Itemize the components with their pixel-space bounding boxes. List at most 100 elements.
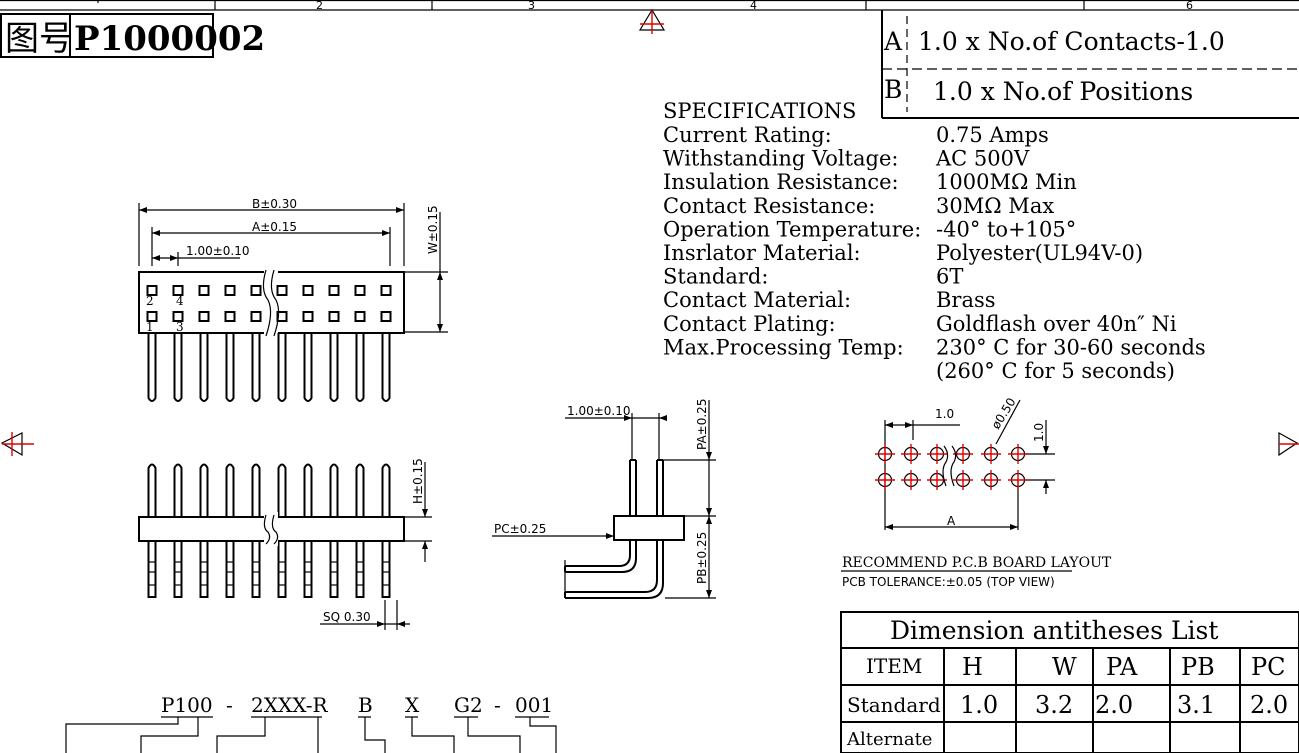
- standard-h: 1.0: [960, 691, 998, 719]
- pin-bottom: [173, 540, 183, 598]
- spec-value: (260° C for 5 seconds): [936, 359, 1175, 383]
- header-item: ITEM: [866, 654, 922, 678]
- contact-square: [224, 311, 236, 322]
- spec-label: Max.Processing Temp:: [663, 335, 904, 359]
- front-pins: [147, 333, 391, 402]
- contact-square: [328, 285, 340, 296]
- code-x: X: [405, 693, 420, 717]
- contact-square: [276, 311, 288, 322]
- code-dash-2: -: [494, 693, 501, 717]
- contact-square: [172, 311, 184, 322]
- drawing-frame: 2 3 4 6: [0, 0, 1299, 457]
- pin-tail: [199, 333, 209, 402]
- dim-pitch: 1.00±0.10: [186, 244, 250, 258]
- pin-tail: [329, 333, 339, 402]
- spec-value: -40° to+105°: [936, 217, 1076, 241]
- pin-label-4: 4: [176, 294, 184, 308]
- code-p100: P100: [161, 693, 213, 717]
- spec-value: Brass: [936, 288, 996, 312]
- front-view: B±0.30 A±0.15 1.00±0.10 W±0.15 2 4 1 3: [138, 197, 448, 402]
- formula-a: 1.0 x No.of Contacts-1.0: [918, 27, 1225, 56]
- header-w: W: [1052, 653, 1077, 681]
- spec-label: Withstanding Voltage:: [663, 147, 898, 171]
- side-pins: [147, 463, 391, 598]
- spec-value: 1000MΩ Min: [936, 170, 1077, 194]
- contact-square: [380, 311, 392, 322]
- code-2xxx-r: 2XXX-R: [251, 693, 328, 717]
- contact-square: [354, 285, 366, 296]
- pin-label-2: 2: [146, 294, 154, 308]
- grid-label-6: 6: [1186, 0, 1193, 12]
- spec-value: 6T: [936, 265, 963, 289]
- formula-b: 1.0 x No.of Positions: [933, 77, 1193, 106]
- contact-square: [276, 285, 288, 296]
- pin-tail: [381, 333, 391, 402]
- contact-square: [198, 285, 210, 296]
- code-b: B: [358, 693, 373, 717]
- contact-square: [172, 285, 184, 296]
- standard-pc: 2.0: [1250, 691, 1288, 719]
- standard-pb: 3.1: [1177, 691, 1215, 719]
- pin-tail: [251, 333, 261, 402]
- pcb-dim-a: A: [947, 514, 956, 528]
- pin-bottom: [381, 540, 391, 598]
- contact-square: [250, 311, 262, 322]
- pin-top: [199, 463, 209, 517]
- pin-tail: [355, 333, 365, 402]
- part-code: P100 - 2XXX-R B X G2 - 001: [65, 693, 557, 753]
- pin-top: [173, 463, 183, 517]
- pin-top: [381, 463, 391, 517]
- pin-bottom: [225, 540, 235, 598]
- spec-label: Operation Temperature:: [663, 217, 921, 241]
- pin-tail: [173, 333, 183, 402]
- pin-bottom: [303, 540, 313, 598]
- spec-value: 0.75 Amps: [936, 123, 1049, 147]
- dim-a: A±0.15: [252, 220, 297, 234]
- pcb-layout: 1.0 A 1.0 ø0.50 RECOMMEND P.C.B BOARD LA…: [841, 395, 1112, 589]
- formula-key-a: A: [883, 27, 903, 56]
- grid-label-4: 4: [750, 0, 757, 12]
- pin-bottom: [199, 540, 209, 598]
- pcb-dim-pitch-y: 1.0: [1032, 423, 1046, 442]
- row-standard-label: Standard: [847, 693, 941, 717]
- grid-label-2: 2: [316, 0, 323, 12]
- front-contacts: [146, 285, 392, 322]
- pin-bottom: [251, 540, 261, 598]
- formula-table: A 1.0 x No.of Contacts-1.0 B 1.0 x No.of…: [881, 10, 1299, 119]
- dim-b: B±0.30: [252, 197, 297, 211]
- pcb-holes: [875, 444, 1028, 490]
- spec-value: 230° C for 30-60 seconds: [936, 335, 1206, 359]
- dim-pb: PB±0.25: [695, 532, 709, 584]
- header-h: H: [962, 653, 983, 681]
- title-block: 图号 P1000002: [0, 13, 265, 59]
- code-001: 001: [515, 693, 553, 717]
- side-view: H±0.15 SQ 0.30: [138, 458, 432, 630]
- dimension-table: Dimension antitheses List ITEM H W PA PB…: [840, 611, 1299, 753]
- dim-ra-pitch: 1.00±0.10: [567, 404, 631, 418]
- table-title: Dimension antitheses List: [890, 616, 1218, 645]
- pin-top: [251, 463, 261, 517]
- pin-label-1: 1: [146, 320, 154, 334]
- spec-label: Contact Material:: [663, 288, 851, 312]
- dim-pc: PC±0.25: [494, 522, 546, 536]
- spec-value: Polyester(UL94V-0): [936, 241, 1143, 265]
- spec-label: Contact Resistance:: [663, 194, 875, 218]
- code-dash-1: -: [226, 693, 233, 717]
- pcb-caption: RECOMMEND P.C.B BOARD LAYOUT: [842, 555, 1112, 571]
- standard-w: 3.2: [1035, 691, 1073, 719]
- drawing-number-label: 图号: [5, 19, 73, 59]
- right-angle-view: 1.00±0.10 PA±0.25 PB±0.25 PC±0.25: [492, 399, 716, 599]
- contact-square: [354, 311, 366, 322]
- pin-bottom: [147, 540, 157, 598]
- pcb-dim-hole: ø0.50: [989, 395, 1019, 431]
- pin-tail: [225, 333, 235, 402]
- dim-sq: SQ 0.30: [323, 610, 371, 624]
- pin-tail: [147, 333, 157, 402]
- contact-square: [328, 311, 340, 322]
- spec-label: Insulation Resistance:: [663, 170, 899, 194]
- pin-label-3: 3: [176, 320, 184, 334]
- pin-tail: [303, 333, 313, 402]
- pcb-dim-pitch-x: 1.0: [935, 407, 954, 421]
